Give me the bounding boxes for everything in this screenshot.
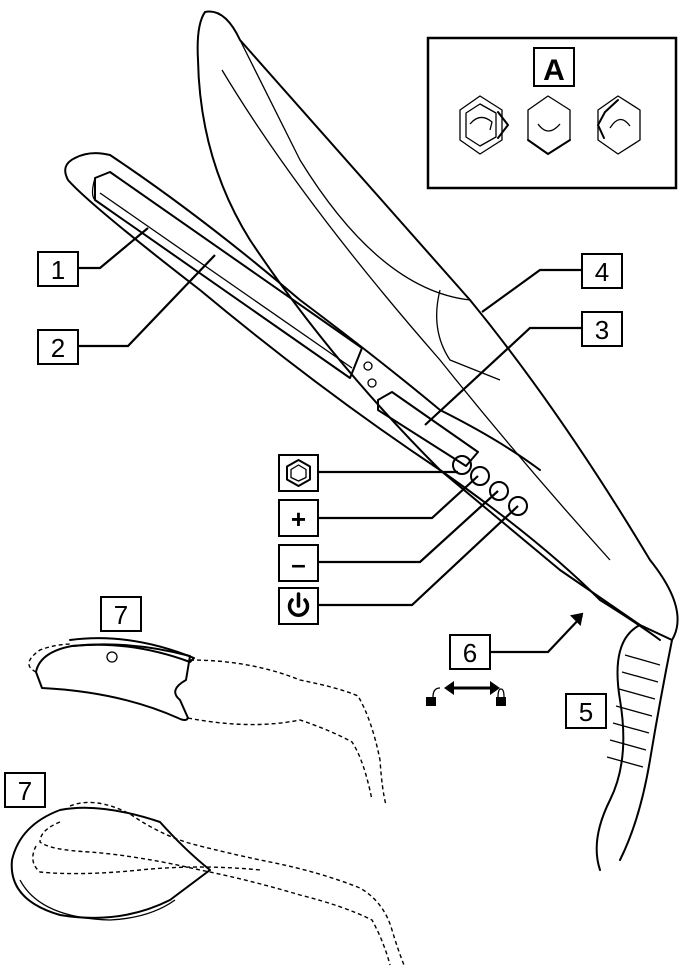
svg-text:1: 1 bbox=[51, 255, 65, 285]
svg-text:7: 7 bbox=[18, 776, 32, 806]
straightener-illustration bbox=[64, 10, 679, 871]
callout-mode-button bbox=[278, 454, 458, 492]
plus-label: + bbox=[291, 504, 306, 534]
inset-label: A bbox=[543, 54, 565, 87]
callout-minus-button: – bbox=[278, 490, 499, 582]
power-icon bbox=[287, 592, 310, 617]
lock-icon bbox=[496, 688, 506, 706]
callout-2: 2 bbox=[37, 254, 216, 365]
inset-panel: A bbox=[426, 36, 678, 190]
rotation-indicator-icon bbox=[459, 95, 641, 155]
svg-text:4: 4 bbox=[595, 257, 609, 287]
svg-text:6: 6 bbox=[463, 638, 477, 668]
lock-slider-indicator bbox=[426, 681, 506, 706]
callout-1: 1 bbox=[37, 227, 149, 287]
svg-text:3: 3 bbox=[595, 315, 609, 345]
callout-3: 3 bbox=[424, 311, 623, 426]
minus-label: – bbox=[291, 549, 305, 579]
heat-guard-clip bbox=[28, 637, 387, 806]
unlock-icon bbox=[426, 687, 441, 706]
hexagon-mode-icon bbox=[286, 459, 311, 487]
heat-mat bbox=[10, 801, 405, 966]
callout-7-bottom: 7 bbox=[4, 772, 405, 966]
body-button-minus bbox=[489, 481, 509, 501]
body-button-mode bbox=[452, 455, 472, 475]
body-button-power bbox=[508, 496, 528, 516]
callout-plus-button: + bbox=[278, 475, 479, 537]
svg-text:2: 2 bbox=[51, 333, 65, 363]
callout-4: 4 bbox=[481, 253, 623, 313]
svg-text:5: 5 bbox=[579, 697, 593, 727]
inset-label-box bbox=[533, 47, 575, 87]
callout-7-top: 7 bbox=[28, 596, 387, 806]
body-button-plus bbox=[470, 466, 490, 486]
callout-power-button bbox=[278, 505, 519, 625]
svg-text:7: 7 bbox=[114, 600, 128, 630]
callout-5: 5 bbox=[565, 693, 607, 729]
callout-6: 6 bbox=[426, 612, 584, 706]
